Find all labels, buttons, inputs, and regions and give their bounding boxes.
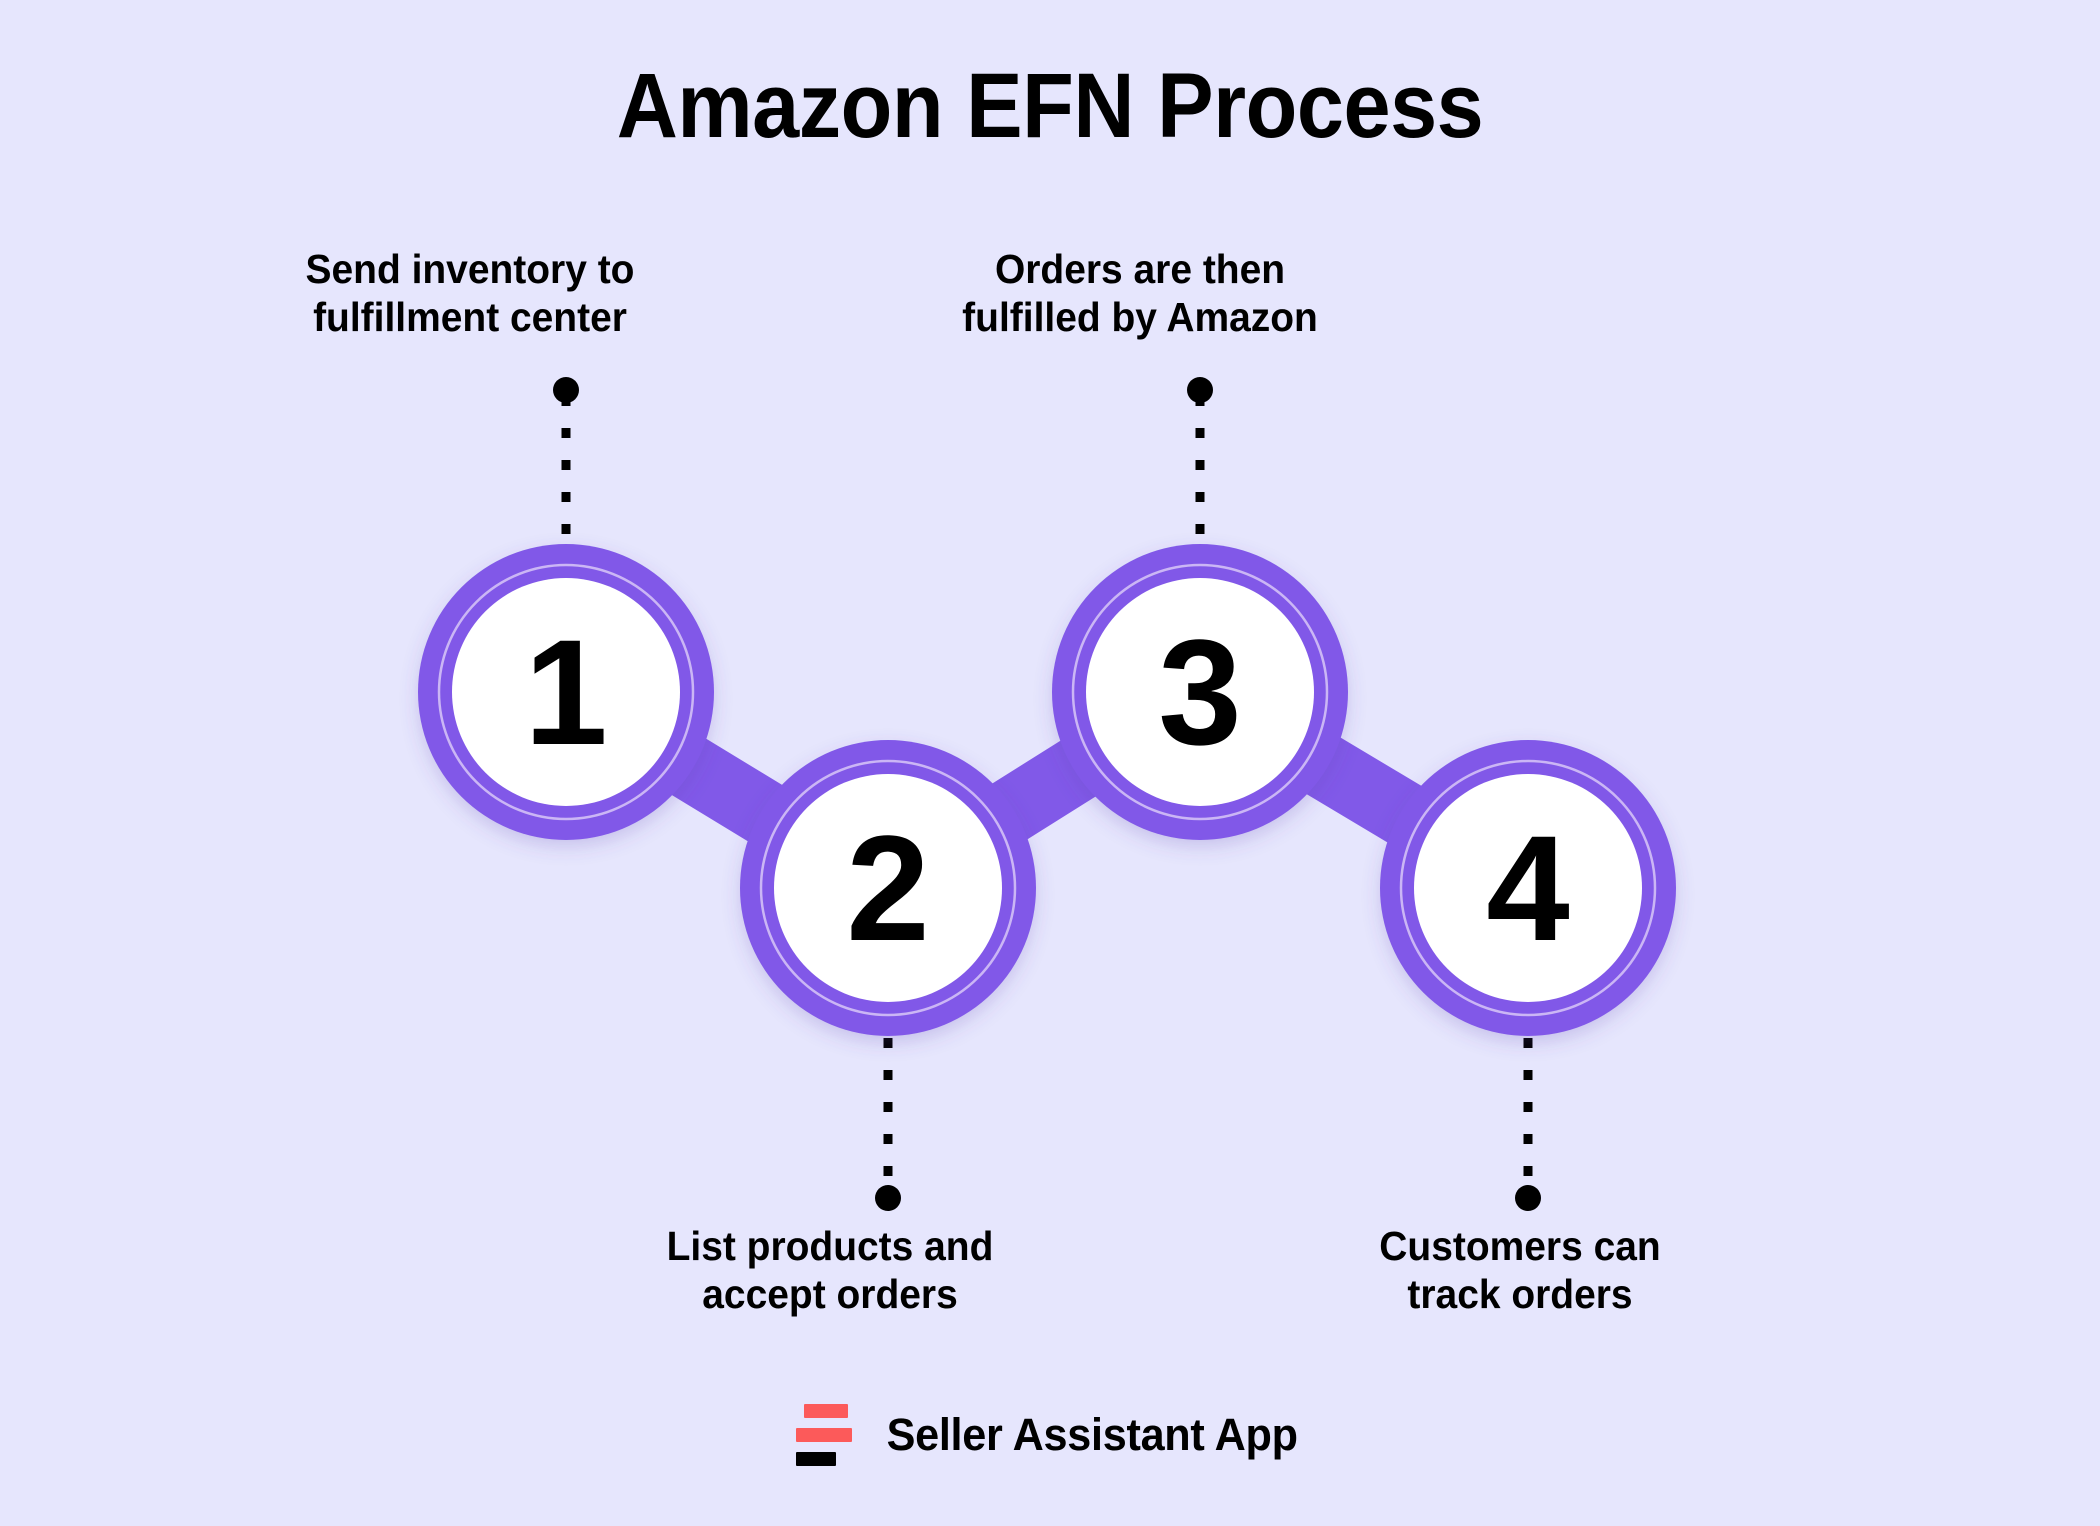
leader-dot-step-1 <box>553 377 579 403</box>
node-1-disc <box>452 578 680 806</box>
leader-dot-step-3 <box>1187 377 1213 403</box>
page-title: Amazon EFN Process <box>616 55 1484 157</box>
three-bars-logo-icon <box>794 1404 852 1466</box>
node-4-inner-hairline <box>1399 759 1657 1017</box>
node-1-inner-hairline <box>437 563 695 821</box>
node-2-disc <box>774 774 1002 1002</box>
logo-bar-middle <box>795 1428 852 1442</box>
node-4-disc <box>1414 774 1642 1002</box>
leader-line-group <box>553 377 1541 1211</box>
node-1-number: 1 <box>524 608 607 776</box>
leader-dot-step-4 <box>1515 1185 1541 1211</box>
logo-bar-top <box>803 1404 848 1418</box>
node-2-inner-hairline <box>759 759 1017 1017</box>
step-2-label: List products and accept orders <box>666 1223 994 1318</box>
node-3-disc <box>1086 578 1314 806</box>
process-node-3[interactable] <box>1052 544 1348 840</box>
brand-footer: Seller Assistant App <box>0 1404 2100 1466</box>
node-4-number: 4 <box>1486 804 1569 972</box>
step-1-label: Send inventory to fulfillment center <box>305 246 635 341</box>
logo-bar-bottom <box>795 1452 836 1466</box>
leader-dot-step-2 <box>875 1185 901 1211</box>
process-node-1[interactable] <box>418 544 714 840</box>
step-3-label: Orders are then fulfilled by Amazon <box>962 246 1318 341</box>
brand-name: Seller Assistant App <box>886 1409 1298 1460</box>
process-node-4[interactable] <box>1380 740 1676 1036</box>
process-node-2[interactable] <box>740 740 1036 1036</box>
node-2-number: 2 <box>846 804 929 972</box>
node-3-number: 3 <box>1158 608 1241 776</box>
step-4-label: Customers can track orders <box>1379 1223 1661 1318</box>
node-3-inner-hairline <box>1071 563 1329 821</box>
